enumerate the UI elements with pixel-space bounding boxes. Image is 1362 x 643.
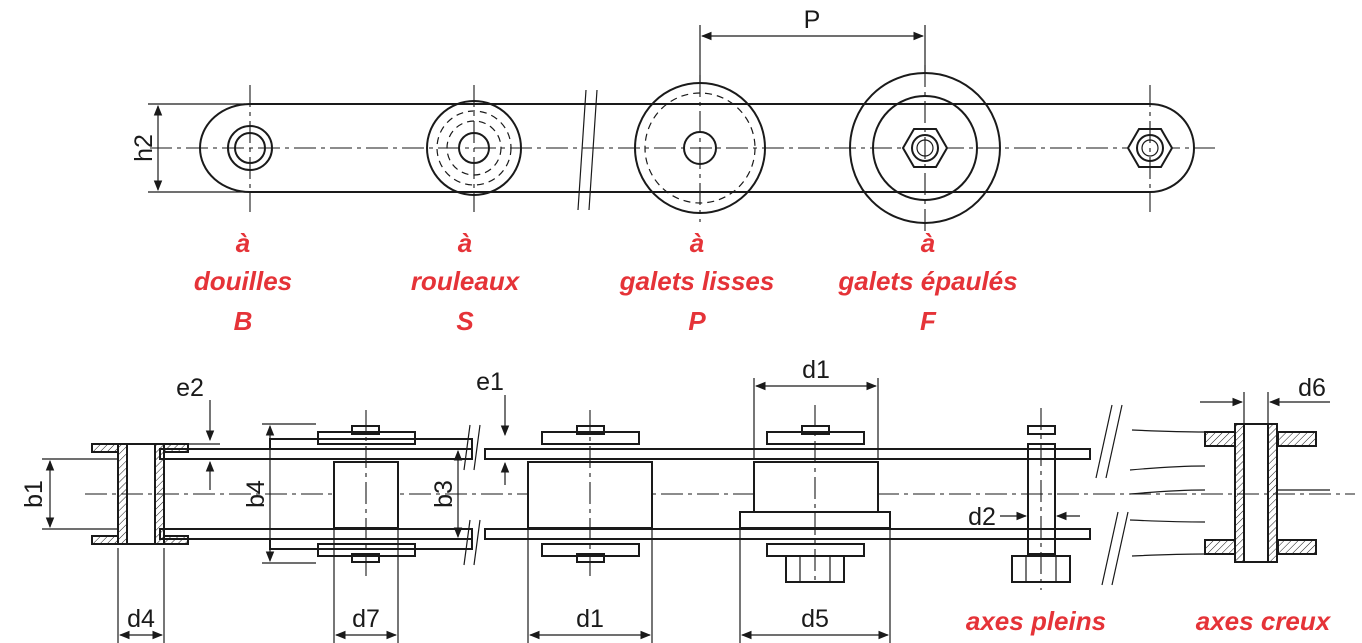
svg-text:d5: d5 (801, 605, 829, 633)
svg-text:d7: d7 (352, 605, 380, 633)
svg-text:S: S (456, 306, 474, 336)
pitch-dimension: P (699, 6, 926, 82)
dim-d6: d6 (1200, 374, 1330, 424)
dim-e2: e2 (160, 374, 220, 490)
smooth-wheel (634, 75, 766, 222)
roller-pin (426, 85, 522, 212)
dim-e1: e1 (476, 368, 510, 485)
hex-nut-pin (1126, 85, 1174, 212)
svg-text:d1: d1 (576, 605, 604, 633)
svg-text:b1: b1 (20, 480, 48, 508)
svg-text:à: à (690, 228, 704, 258)
svg-text:d6: d6 (1298, 374, 1326, 402)
type-bushing: à douilles B (194, 228, 292, 336)
svg-text:d1: d1 (802, 356, 830, 384)
dim-d2: d2 (968, 503, 1080, 531)
svg-text:b3: b3 (430, 480, 458, 508)
svg-text:B: B (234, 306, 253, 336)
svg-text:e2: e2 (176, 374, 204, 402)
svg-text:à: à (236, 228, 250, 258)
svg-text:à: à (921, 228, 935, 258)
flanged-wheel (849, 65, 1001, 232)
dim-b1: b1 (20, 458, 118, 530)
dim-d1-bottom: d1 (527, 530, 653, 643)
solid-pins-label: axes pleins (966, 606, 1106, 636)
pitch-label: P (804, 6, 821, 34)
svg-text:d4: d4 (127, 605, 155, 633)
bushing-section (91, 443, 189, 545)
svg-text:à: à (458, 228, 472, 258)
hollow-pin-section (1129, 423, 1330, 563)
roller-side (317, 410, 416, 580)
dim-d1-top: d1 (753, 356, 879, 460)
dim-d5: d5 (739, 530, 891, 643)
svg-text:galets lisses: galets lisses (619, 266, 775, 296)
svg-text:b4: b4 (242, 480, 270, 508)
dim-b3: b3 (430, 449, 463, 539)
top-view: P h2 (130, 6, 1215, 232)
height-label: h2 (130, 134, 158, 162)
solid-pin (1011, 408, 1071, 590)
svg-text:galets épaulés: galets épaulés (837, 266, 1017, 296)
type-roller: à rouleaux S (411, 228, 521, 336)
type-flanged-wheel: à galets épaulés F (837, 228, 1017, 336)
dim-d4: d4 (117, 548, 165, 643)
svg-text:rouleaux: rouleaux (411, 266, 521, 296)
dim-d7: d7 (333, 530, 399, 643)
height-dimension: h2 (130, 103, 245, 193)
type-smooth-wheel: à galets lisses P (619, 228, 775, 336)
type-labels: à douilles B à rouleaux S à galets lisse… (194, 228, 1018, 336)
dim-b4: b4 (242, 423, 316, 564)
svg-text:F: F (920, 306, 937, 336)
svg-text:d2: d2 (968, 503, 996, 531)
smooth-wheel-side (527, 410, 653, 580)
svg-text:douilles: douilles (194, 266, 292, 296)
flanged-wheel-side (739, 405, 891, 585)
bottom-view: e2 e1 b1 b4 b3 (20, 356, 1355, 643)
hollow-pins-label: axes creux (1196, 606, 1332, 636)
svg-text:e1: e1 (476, 368, 504, 396)
svg-text:P: P (688, 306, 706, 336)
bushing-pin (227, 85, 273, 212)
